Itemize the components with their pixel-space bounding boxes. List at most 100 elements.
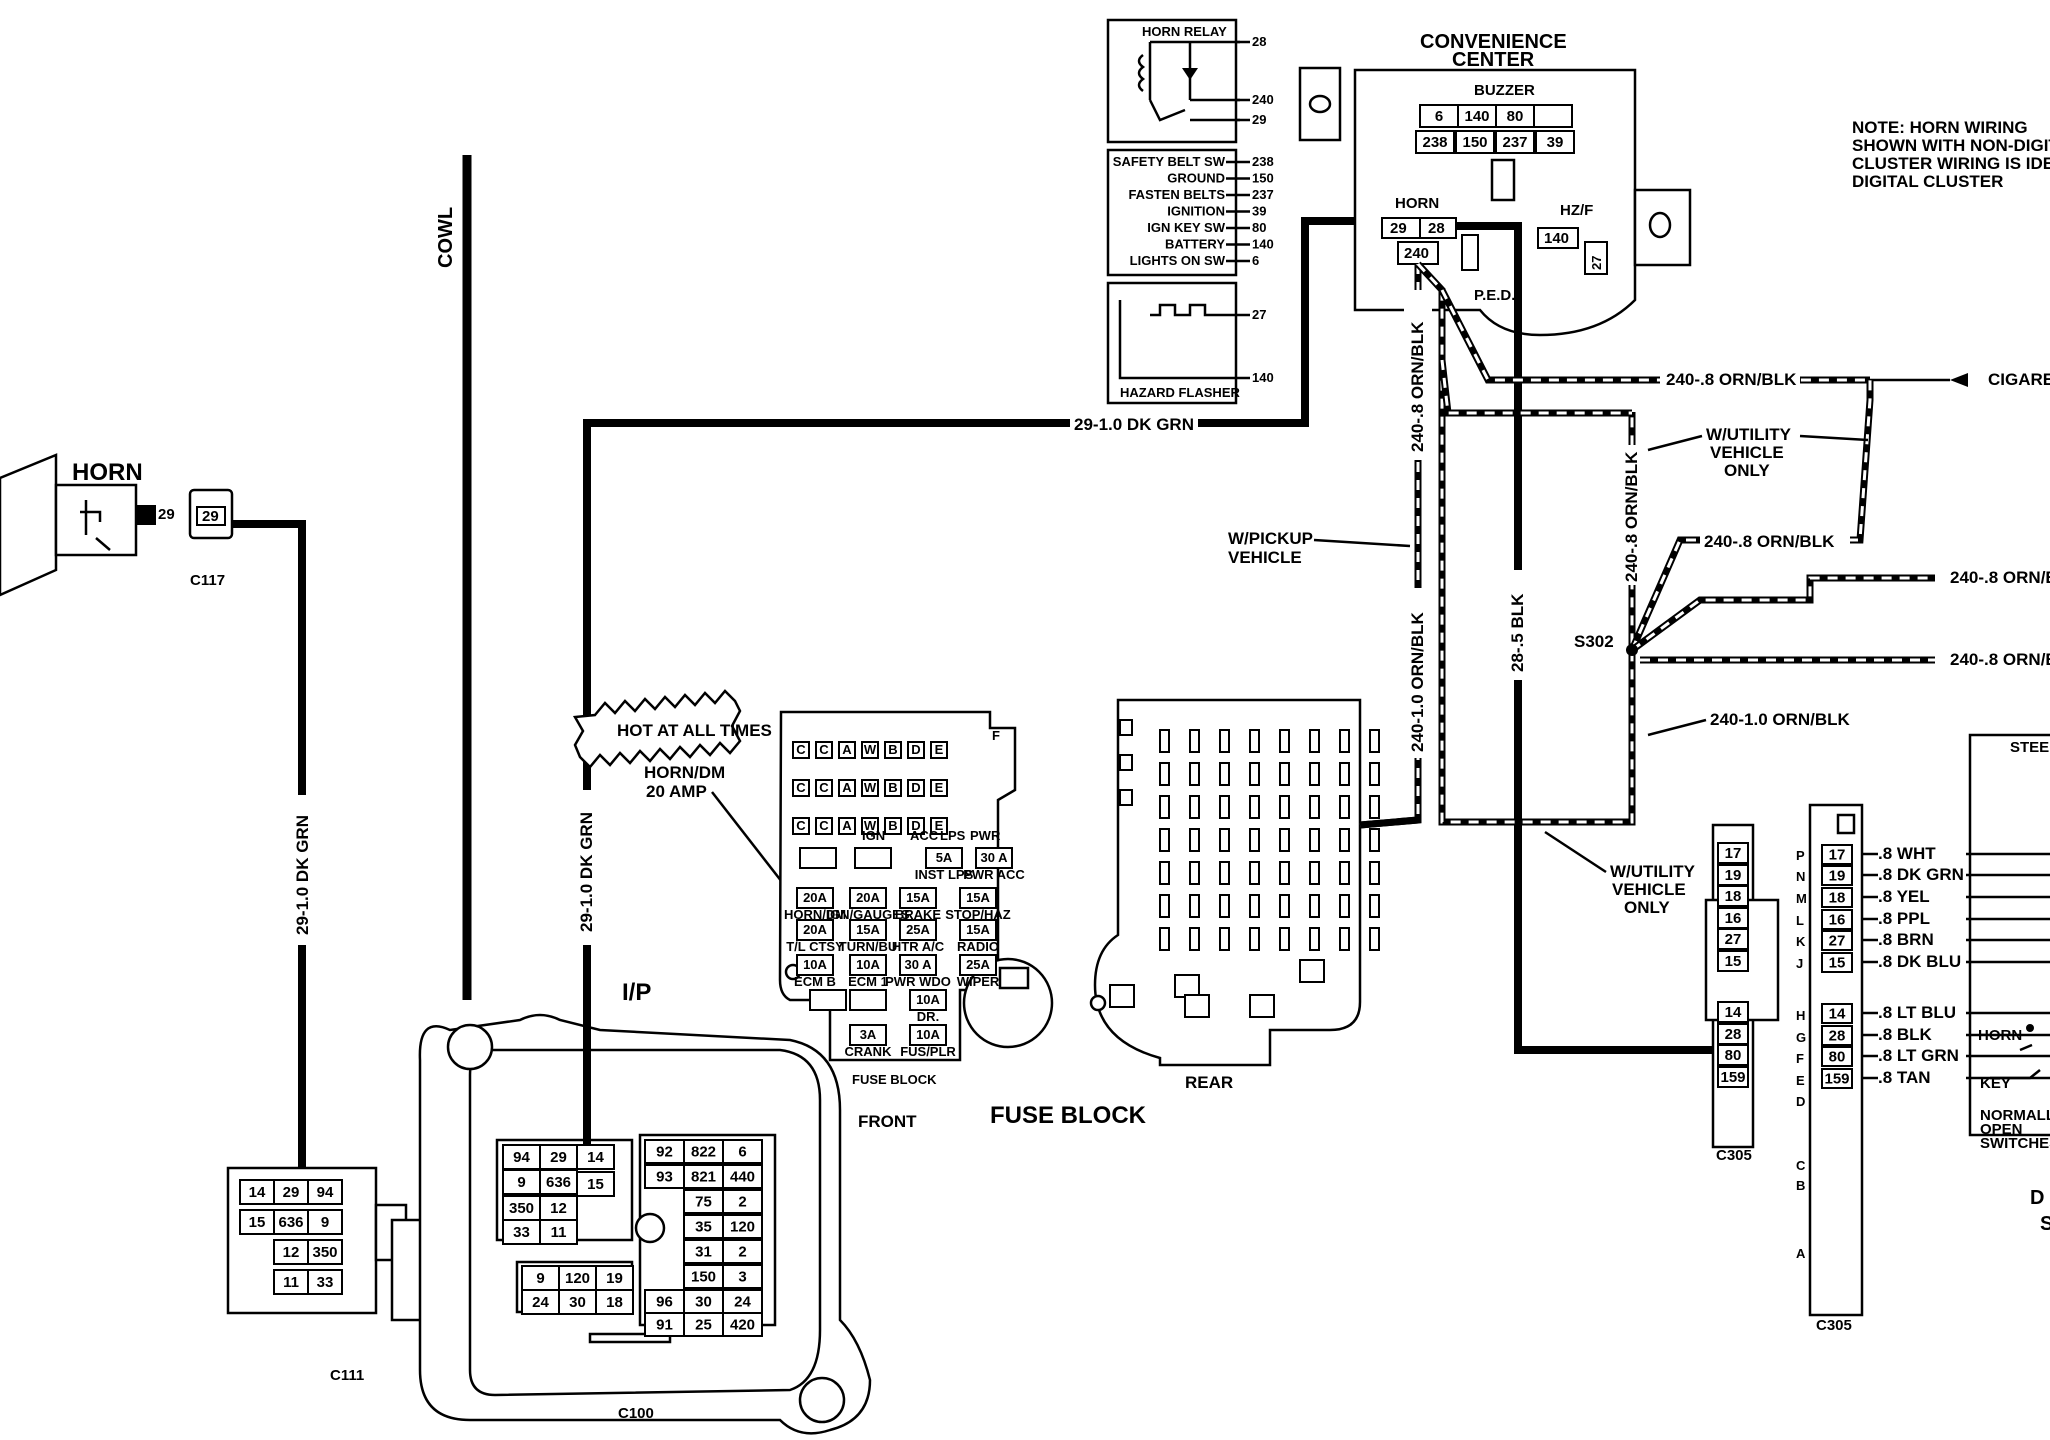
c100-pin-cell — [502, 1219, 541, 1245]
fuse-slot — [907, 741, 925, 759]
c305-letter: A — [1796, 1246, 1806, 1261]
fuse-amp: 5A — [936, 850, 953, 865]
rear-terminal — [1309, 861, 1320, 885]
fuse-name: DR. — [917, 1009, 939, 1024]
c100-pin-cell — [502, 1169, 541, 1195]
buzzer-legend-box — [1106, 148, 1238, 277]
fuse — [899, 919, 937, 941]
conv-horn-28: 28 — [1428, 220, 1445, 237]
s-label: S — [2040, 1213, 2050, 1235]
fuse-name: RADIO — [957, 939, 999, 954]
fuse-amp: 10A — [916, 992, 940, 1007]
wire-29-horn — [232, 520, 306, 1225]
rear-terminal — [1339, 927, 1350, 951]
fuse — [959, 919, 997, 941]
c305-right-pin-cell — [1821, 1068, 1853, 1089]
c111-pin: 636 — [278, 1214, 303, 1231]
fuse-slot — [907, 817, 925, 835]
relay-coil-icon — [1137, 54, 1146, 92]
fuse-clip — [809, 989, 847, 1011]
rear-tab — [1119, 754, 1133, 771]
normally-3: SWITCHES — [1980, 1135, 2050, 1152]
w-pickup-1: W/PICKUP — [1228, 529, 1313, 548]
c100-pin: 19 — [606, 1270, 623, 1287]
rear-terminal — [1159, 894, 1170, 918]
c305-right-pin-cell — [1821, 909, 1853, 930]
hot-at-all-times-callout: HOT AT ALL TIMES HORN/DM 20 AMP — [572, 689, 797, 901]
cigare-label: CIGARE — [1988, 370, 2050, 389]
fuse — [849, 887, 887, 909]
c100-pin: 440 — [730, 1169, 755, 1186]
fuse-slot-letter: D — [911, 780, 920, 795]
c111-pin-cell — [307, 1179, 343, 1205]
relay-pin-29: 29 — [1252, 112, 1266, 127]
fuse-slot-letter: C — [819, 780, 829, 795]
rear-fuse-hole — [1089, 994, 1107, 1012]
buzzer-legend-name: GROUND — [1167, 171, 1225, 186]
rear-terminal — [1159, 729, 1170, 753]
flasher-pin-27: 27 — [1252, 307, 1266, 322]
note-line-1: NOTE: HORN WIRING — [1852, 118, 2028, 137]
wire-28-label: 28-.5 BLK — [1508, 593, 1527, 672]
rear-terminal — [1159, 762, 1170, 786]
fuse-slot-letter: W — [864, 780, 877, 795]
fuse-amp: 15A — [966, 922, 990, 937]
c111-pin: 350 — [312, 1244, 337, 1261]
buzzer-legend-name: IGNITION — [1167, 204, 1225, 219]
horn-dm-amp: 20 AMP — [646, 782, 707, 801]
fuse-row-label: IGN — [862, 828, 885, 843]
rear-terminal — [1279, 795, 1290, 819]
fuse-slot-letter: A — [842, 818, 852, 833]
normally-1: NORMALLY — [1980, 1107, 2050, 1124]
w-utility-top-leader — [1647, 434, 1869, 452]
convenience-label: CONVENIENCE — [1420, 31, 1567, 53]
fuse-amp: 25A — [966, 957, 990, 972]
rear-terminal — [1249, 795, 1260, 819]
rear-terminal — [1249, 828, 1260, 852]
fuse-slot-letter: B — [888, 742, 897, 757]
s302-label: S302 — [1574, 632, 1614, 651]
c100-pin: 18 — [606, 1294, 623, 1311]
c305-right-pin-cell — [1821, 1025, 1853, 1046]
rear-terminal — [1279, 894, 1290, 918]
c100-pin: 11 — [551, 1224, 567, 1241]
rear-terminal — [1279, 729, 1290, 753]
c100-pin-cell — [722, 1264, 763, 1289]
wire-240-network — [1359, 261, 1968, 829]
c100-pin-cell — [722, 1312, 763, 1337]
c305-right-pin-cell — [1821, 844, 1853, 865]
rear-terminal — [1249, 894, 1260, 918]
buzzer-legend-name: BATTERY — [1165, 237, 1225, 252]
ip-mount-hole-tl — [446, 1023, 494, 1071]
c305-letter: L — [1796, 913, 1804, 928]
c117-cell — [196, 506, 226, 526]
c305-right-pin: 27 — [1829, 933, 1846, 950]
fuse-slot — [792, 741, 810, 759]
buzzer-pin: 80 — [1507, 108, 1524, 125]
c305-wire-label: .8 DK BLU — [1878, 952, 1961, 971]
fuse — [909, 1024, 947, 1046]
wire-240-r1-bg — [1946, 566, 2050, 588]
conv-right-hole — [1648, 211, 1672, 239]
fuse-name: HTR A/C — [892, 939, 945, 954]
rear-terminal — [1309, 894, 1320, 918]
flasher-pin-140: 140 — [1252, 370, 1274, 385]
fuse-block-label: FUSE BLOCK — [990, 1102, 1147, 1129]
w-utility-bot-2: VEHICLE — [1612, 880, 1686, 899]
front-fuse-caption: FUSE BLOCK — [852, 1072, 937, 1087]
c100-pin: 12 — [550, 1200, 567, 1217]
hazard-flasher-label: HAZARD FLASHER — [1120, 385, 1240, 400]
fuse-slot — [861, 741, 879, 759]
flasher-circuit-icon — [1118, 300, 1236, 380]
c100-pin-cell — [576, 1144, 615, 1170]
c305-right-pin: 15 — [1829, 955, 1846, 972]
fuse-name: WIPER — [957, 974, 1000, 989]
fuse-slot-letter: W — [864, 742, 877, 757]
c111-pin: 11 — [283, 1274, 299, 1291]
fuse-slot-letter: E — [935, 818, 944, 833]
c100-pin: 75 — [695, 1194, 712, 1211]
c111-pin-cell — [307, 1239, 343, 1265]
